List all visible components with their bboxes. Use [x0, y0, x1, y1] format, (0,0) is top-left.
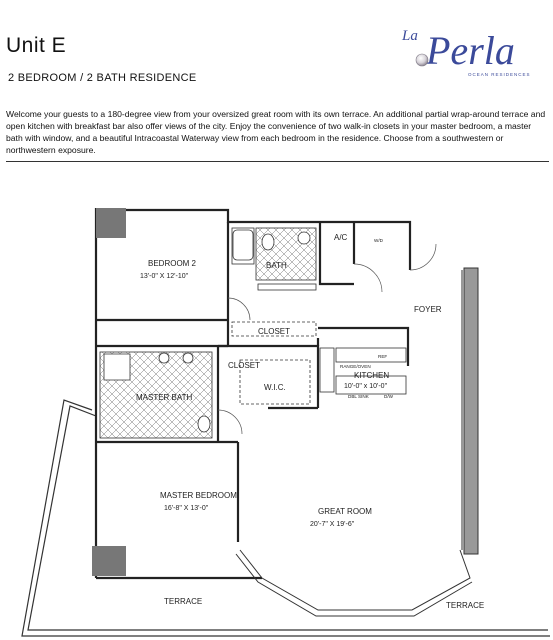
wd-label: W/D: [374, 238, 384, 243]
terrace-outline: [21, 399, 550, 637]
master-bedroom-label: MASTER BEDROOM: [160, 491, 237, 500]
kitchen-dims: 10'-0" x 10'-0": [344, 383, 388, 390]
column-bottom-left: [92, 546, 126, 576]
column-right: [463, 267, 479, 555]
ac-label: A/C: [334, 233, 348, 242]
bath-label: BATH: [266, 261, 287, 270]
dw-label: D/W: [384, 394, 394, 399]
exterior-glazing: [235, 270, 473, 617]
door-swings: [217, 243, 437, 435]
unit-title: Unit E: [6, 34, 67, 57]
closet-label: CLOSET: [258, 327, 290, 336]
column-top-left: [96, 208, 126, 238]
terrace-left-label: TERRACE: [164, 597, 202, 606]
logo-wordmark-prefix: La: [401, 28, 418, 44]
bedroom2-label: BEDROOM 2: [148, 259, 197, 268]
wic-label: W.I.C.: [264, 383, 286, 392]
sink-label: DBL SINK: [348, 394, 370, 399]
closet2-label: CLOSET: [228, 361, 260, 370]
divider: [6, 161, 549, 162]
unit-subtitle: 2 BEDROOM / 2 BATH RESIDENCE: [8, 72, 197, 84]
logo-tagline: OCEAN RESIDENCES: [468, 72, 531, 77]
range-label: RANGE/OVEN: [340, 364, 371, 369]
bath-fixtures: [231, 227, 317, 291]
terrace-right-label: TERRACE: [446, 601, 484, 610]
unit-description: Welcome your guests to a 180-degree view…: [6, 109, 546, 155]
great-room-dims: 20'-7" X 19'-6": [310, 521, 355, 528]
master-bedroom-dims: 16'-8" X 13'-0": [164, 505, 209, 512]
kitchen-fixtures: [319, 347, 407, 395]
kitchen-label: KITCHEN: [354, 371, 389, 380]
pearl-icon: [415, 53, 429, 67]
floor-plan: BEDROOM 2 13'-0" X 12'-10" BATH A/C W/D …: [21, 208, 550, 637]
walls: [94, 208, 412, 580]
bedroom2-dims: 13'-0" X 12'-10": [140, 273, 189, 280]
great-room-label: GREAT ROOM: [318, 507, 372, 516]
logo-wordmark-main: Perla: [425, 28, 515, 73]
ref-label: REF: [378, 354, 387, 359]
foyer-label: FOYER: [414, 305, 442, 314]
closet-shelves: [231, 321, 317, 405]
master-bath-fixtures: [99, 351, 213, 439]
la-perla-logo: La Perla OCEAN RESIDENCES: [401, 28, 531, 77]
master-bath-label: MASTER BATH: [136, 393, 193, 402]
